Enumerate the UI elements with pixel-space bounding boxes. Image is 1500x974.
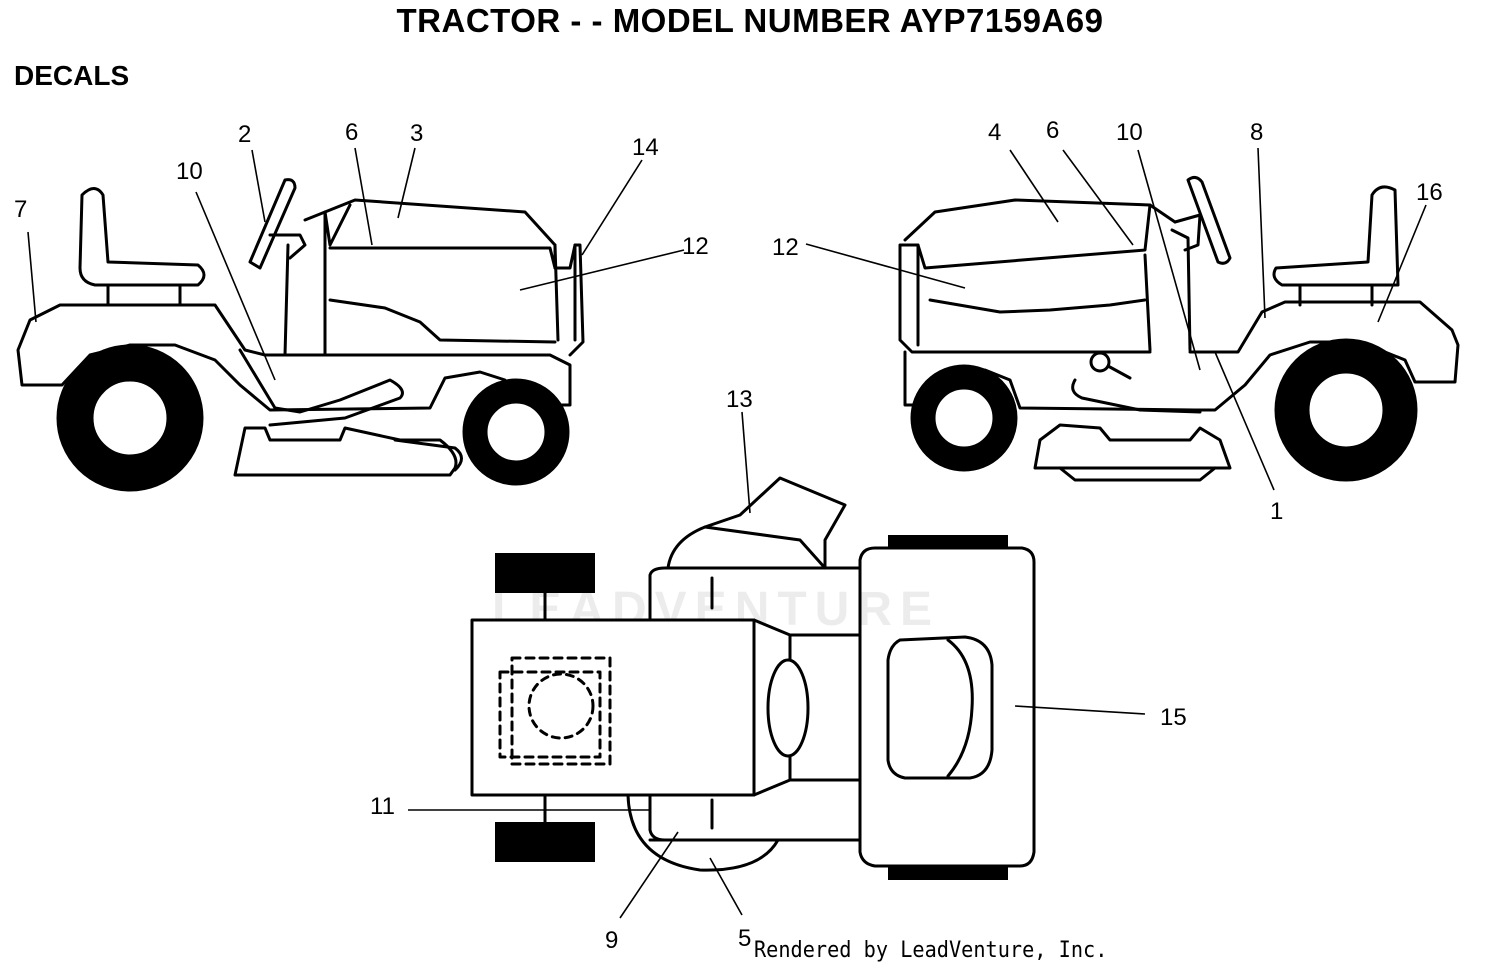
callout-10b: 10	[1116, 119, 1143, 146]
callout-2: 2	[238, 121, 251, 148]
tractor-right-side-view: 12 4 6 10 8 16 1	[772, 117, 1460, 525]
callout-6b: 6	[1046, 117, 1059, 144]
callout-9: 9	[605, 927, 618, 954]
callout-11: 11	[370, 793, 395, 820]
section-label: DECALS	[14, 60, 130, 91]
callout-12b: 12	[772, 234, 799, 261]
callout-16: 16	[1416, 179, 1443, 206]
callout-4: 4	[988, 119, 1001, 146]
callout-1: 1	[1270, 498, 1283, 525]
callout-7: 7	[14, 196, 27, 223]
callout-6a: 6	[345, 119, 358, 146]
callout-8: 8	[1250, 119, 1263, 146]
tractor-left-side-view: 7 2 6 3 10 14 12	[14, 119, 709, 492]
tractor-top-view: 13 15 11 9 5	[370, 386, 1187, 954]
callout-10a: 10	[176, 158, 203, 185]
callout-13: 13	[726, 386, 753, 413]
diagram-title: TRACTOR - - MODEL NUMBER AYP7159A69	[396, 2, 1104, 39]
footer-credit: Rendered by LeadVenture, Inc.	[754, 938, 1108, 963]
callout-14: 14	[632, 134, 659, 161]
callout-15: 15	[1160, 704, 1187, 731]
callout-3: 3	[410, 120, 423, 147]
callout-12a: 12	[682, 233, 709, 260]
callout-5: 5	[738, 925, 751, 952]
